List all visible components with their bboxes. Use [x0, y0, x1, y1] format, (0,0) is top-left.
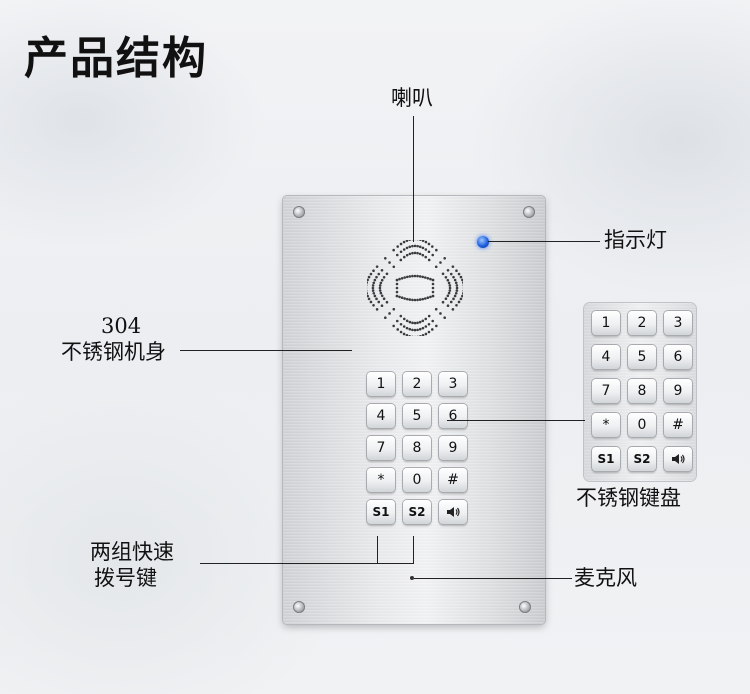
key-6[interactable]: 6 [664, 345, 692, 369]
key-s1[interactable]: S1 [367, 500, 395, 524]
label-side-keypad: 不锈钢键盘 [576, 486, 681, 510]
key-hash[interactable]: # [439, 468, 467, 492]
label-microphone: 麦克风 [574, 566, 637, 590]
leader-line-side-keypad [447, 420, 585, 421]
key-5[interactable]: 5 [628, 345, 656, 369]
label-body-material: 304 [101, 314, 142, 338]
key-7[interactable]: 7 [592, 379, 620, 403]
leader-line-s2 [413, 536, 414, 564]
key-1[interactable]: 1 [367, 372, 395, 396]
volume-key[interactable] [439, 500, 467, 524]
key-6[interactable]: 6 [439, 404, 467, 428]
leader-line-indicator [488, 241, 600, 242]
label-speed-dial-1: 两组快速 [90, 540, 174, 564]
key-hash[interactable]: # [664, 413, 692, 437]
key-9[interactable]: 9 [664, 379, 692, 403]
label-speaker: 喇叭 [391, 86, 433, 110]
key-s2[interactable]: S2 [628, 447, 656, 471]
microphone-hole [410, 576, 414, 580]
key-3[interactable]: 3 [664, 311, 692, 335]
key-4[interactable]: 4 [367, 404, 395, 428]
leader-line-microphone [414, 578, 572, 579]
indicator-led-icon [477, 236, 489, 248]
key-star[interactable]: * [592, 413, 620, 437]
key-9[interactable]: 9 [439, 436, 467, 460]
key-1[interactable]: 1 [592, 311, 620, 335]
volume-icon [447, 507, 460, 517]
key-5[interactable]: 5 [403, 404, 431, 428]
key-0[interactable]: 0 [628, 413, 656, 437]
volume-key[interactable] [664, 447, 692, 471]
screw-icon [293, 206, 305, 218]
volume-icon [672, 454, 685, 464]
key-3[interactable]: 3 [439, 372, 467, 396]
screw-icon [519, 601, 531, 613]
key-s1[interactable]: S1 [592, 447, 620, 471]
key-star[interactable]: * [367, 468, 395, 492]
screw-icon [293, 601, 305, 613]
label-indicator: 指示灯 [604, 228, 667, 252]
speaker-grille-icon [367, 240, 463, 336]
leader-line-speed-dial [200, 563, 414, 564]
label-speed-dial-2: 拨号键 [94, 566, 157, 590]
key-2[interactable]: 2 [628, 311, 656, 335]
page-title: 产品结构 [24, 33, 208, 84]
key-4[interactable]: 4 [592, 345, 620, 369]
label-body: 不锈钢机身 [61, 340, 166, 364]
key-7[interactable]: 7 [367, 436, 395, 460]
leader-line-speaker [413, 116, 414, 242]
key-0[interactable]: 0 [403, 468, 431, 492]
key-8[interactable]: 8 [628, 379, 656, 403]
leader-line-body [180, 350, 352, 351]
key-8[interactable]: 8 [403, 436, 431, 460]
screw-icon [523, 206, 535, 218]
leader-line-s1 [377, 536, 378, 564]
key-s2[interactable]: S2 [403, 500, 431, 524]
key-2[interactable]: 2 [403, 372, 431, 396]
